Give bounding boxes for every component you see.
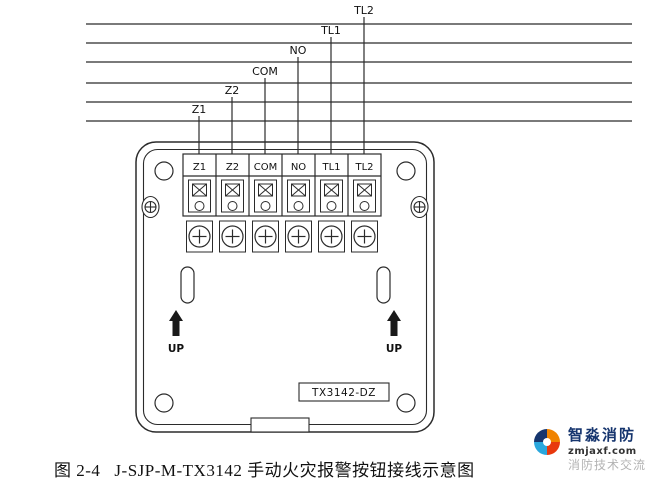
terminal-label-com: COM bbox=[254, 162, 277, 173]
bus-label-z1: Z1 bbox=[192, 103, 207, 116]
terminal-screw-icon bbox=[219, 220, 246, 253]
terminal-screw-icon bbox=[252, 220, 279, 253]
mounting-hole-top-right bbox=[396, 161, 416, 181]
terminal-screws bbox=[186, 220, 378, 253]
terminal-block bbox=[182, 153, 382, 217]
mounting-hole-top-left bbox=[154, 161, 174, 181]
figure-number: 图 2-4 bbox=[54, 461, 101, 480]
side-screws bbox=[141, 195, 429, 219]
terminal-clamp bbox=[320, 179, 343, 213]
mounting-slot-left bbox=[180, 266, 195, 304]
terminal-clamp bbox=[188, 179, 211, 213]
terminal-clamp bbox=[353, 179, 376, 213]
bus-label-tl2: TL2 bbox=[353, 4, 374, 17]
terminal-screw-icon bbox=[351, 220, 378, 253]
brand-logo-icon bbox=[534, 429, 560, 455]
drop-wires bbox=[198, 17, 365, 154]
terminal-clamp bbox=[254, 179, 277, 213]
terminal-screw-icon bbox=[318, 220, 345, 253]
brand-watermark: 智淼消防 zmjaxf.com 消防技术交流 bbox=[532, 426, 647, 473]
bus-label-com: COM bbox=[252, 65, 278, 78]
mounting-hole-bottom-left bbox=[154, 393, 174, 413]
model-plate: TX3142-DZ bbox=[298, 382, 390, 402]
terminal-label-tl1: TL1 bbox=[321, 162, 340, 173]
up-label-right: UP bbox=[386, 343, 403, 355]
figure-caption: 图 2-4 J-SJP-M-TX3142 手动火灾报警按钮接线示意图 bbox=[54, 456, 475, 481]
figure-title: J-SJP-M-TX3142 手动火灾报警按钮接线示意图 bbox=[114, 461, 475, 480]
model-label: TX3142-DZ bbox=[311, 387, 376, 399]
terminal-screw-icon bbox=[285, 220, 312, 253]
mounting-slot-right bbox=[376, 266, 391, 304]
up-arrow-icon-left bbox=[169, 310, 183, 336]
terminal-label-no: NO bbox=[291, 162, 306, 173]
mounting-slots bbox=[180, 266, 391, 304]
bus-label-no: NO bbox=[290, 44, 307, 57]
cable-entry-tab bbox=[250, 417, 310, 433]
brand-tagline: 消防技术交流 bbox=[568, 457, 647, 472]
terminal-clamp bbox=[287, 179, 310, 213]
brand-domain: zmjaxf.com bbox=[568, 446, 637, 458]
terminal-clamp bbox=[221, 179, 244, 213]
up-arrow-icon-right bbox=[387, 310, 401, 336]
bus-label-z2: Z2 bbox=[225, 84, 240, 97]
corner-mounting-holes bbox=[154, 161, 416, 413]
up-label-left: UP bbox=[168, 343, 185, 355]
brand-name: 智淼消防 bbox=[568, 426, 637, 444]
bus-wire-labels: TL2 TL1 NO COM Z2 Z1 bbox=[192, 4, 374, 116]
terminal-screw-icon bbox=[186, 220, 213, 253]
model-plate-outline bbox=[298, 382, 390, 402]
terminal-clamps bbox=[188, 179, 376, 213]
terminal-label-z1: Z1 bbox=[193, 162, 206, 173]
bus-label-tl1: TL1 bbox=[320, 24, 341, 37]
up-indicators: UP UP bbox=[168, 310, 403, 355]
terminal-label-tl2: TL2 bbox=[354, 162, 373, 173]
mounting-hole-bottom-right bbox=[396, 393, 416, 413]
terminal-label-z2: Z2 bbox=[226, 162, 239, 173]
wiring-diagram: TL2 TL1 NO COM Z2 Z1 bbox=[86, 4, 632, 433]
terminal-labels: Z1 Z2 COM NO TL1 TL2 bbox=[193, 162, 374, 173]
bus-wires bbox=[86, 23, 632, 122]
